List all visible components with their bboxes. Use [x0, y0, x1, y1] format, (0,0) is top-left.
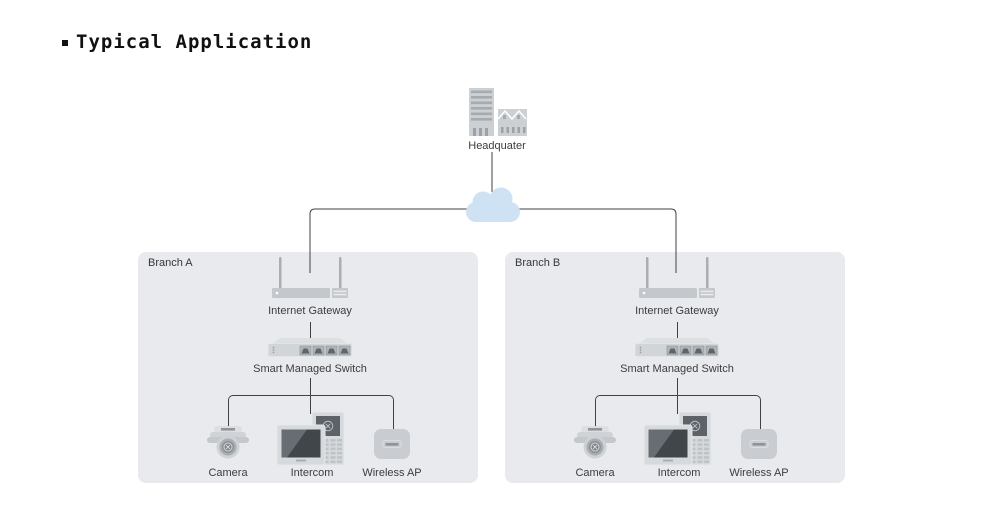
- headquarter-node: Headquater: [452, 88, 542, 152]
- intercom-icon: [644, 412, 712, 466]
- square-bullet-icon: [62, 40, 68, 46]
- gateway-switch-link: [310, 322, 311, 343]
- dome-camera-icon: [207, 426, 249, 459]
- gateway-label: Internet Gateway: [268, 305, 352, 317]
- bus-intercom-link: [310, 395, 311, 414]
- gateway-switch-link: [677, 322, 678, 343]
- intercom-label: Intercom: [290, 467, 334, 479]
- switch-label: Smart Managed Switch: [620, 363, 734, 375]
- camera-label: Camera: [575, 467, 615, 479]
- wireless-ap-icon: [741, 429, 777, 459]
- page-title: Typical Application: [62, 31, 312, 53]
- branch-a-label: Branch A: [148, 257, 193, 269]
- switch-label: Smart Managed Switch: [253, 363, 367, 375]
- device-bus-line: [595, 395, 761, 429]
- gateway-label: Internet Gateway: [635, 305, 719, 317]
- wireless-ap-icon: [374, 429, 410, 459]
- wireless-ap-label: Wireless AP: [729, 467, 789, 479]
- office-buildings-icon: [469, 88, 527, 136]
- device-bus-line: [228, 395, 394, 429]
- branch-b-label: Branch B: [515, 257, 561, 269]
- headquarter-label: Headquater: [468, 140, 526, 152]
- bus-intercom-link: [677, 395, 678, 414]
- internet-gateway-icon: [272, 257, 348, 298]
- dome-camera-icon: [574, 426, 616, 459]
- intercom-label: Intercom: [657, 467, 701, 479]
- wireless-ap-label: Wireless AP: [362, 467, 422, 479]
- intercom-icon: [277, 412, 345, 466]
- managed-switch-icon: [635, 338, 719, 357]
- page-title-text: Typical Application: [76, 31, 313, 53]
- branch-b-panel: Branch B Internet Gateway: [505, 252, 845, 483]
- switch-bus-link: [677, 378, 678, 395]
- internet-gateway-icon: [639, 257, 715, 298]
- branch-a-panel: Branch A Internet Gateway: [138, 252, 478, 483]
- managed-switch-icon: [268, 338, 352, 357]
- camera-label: Camera: [208, 467, 248, 479]
- switch-bus-link: [310, 378, 311, 395]
